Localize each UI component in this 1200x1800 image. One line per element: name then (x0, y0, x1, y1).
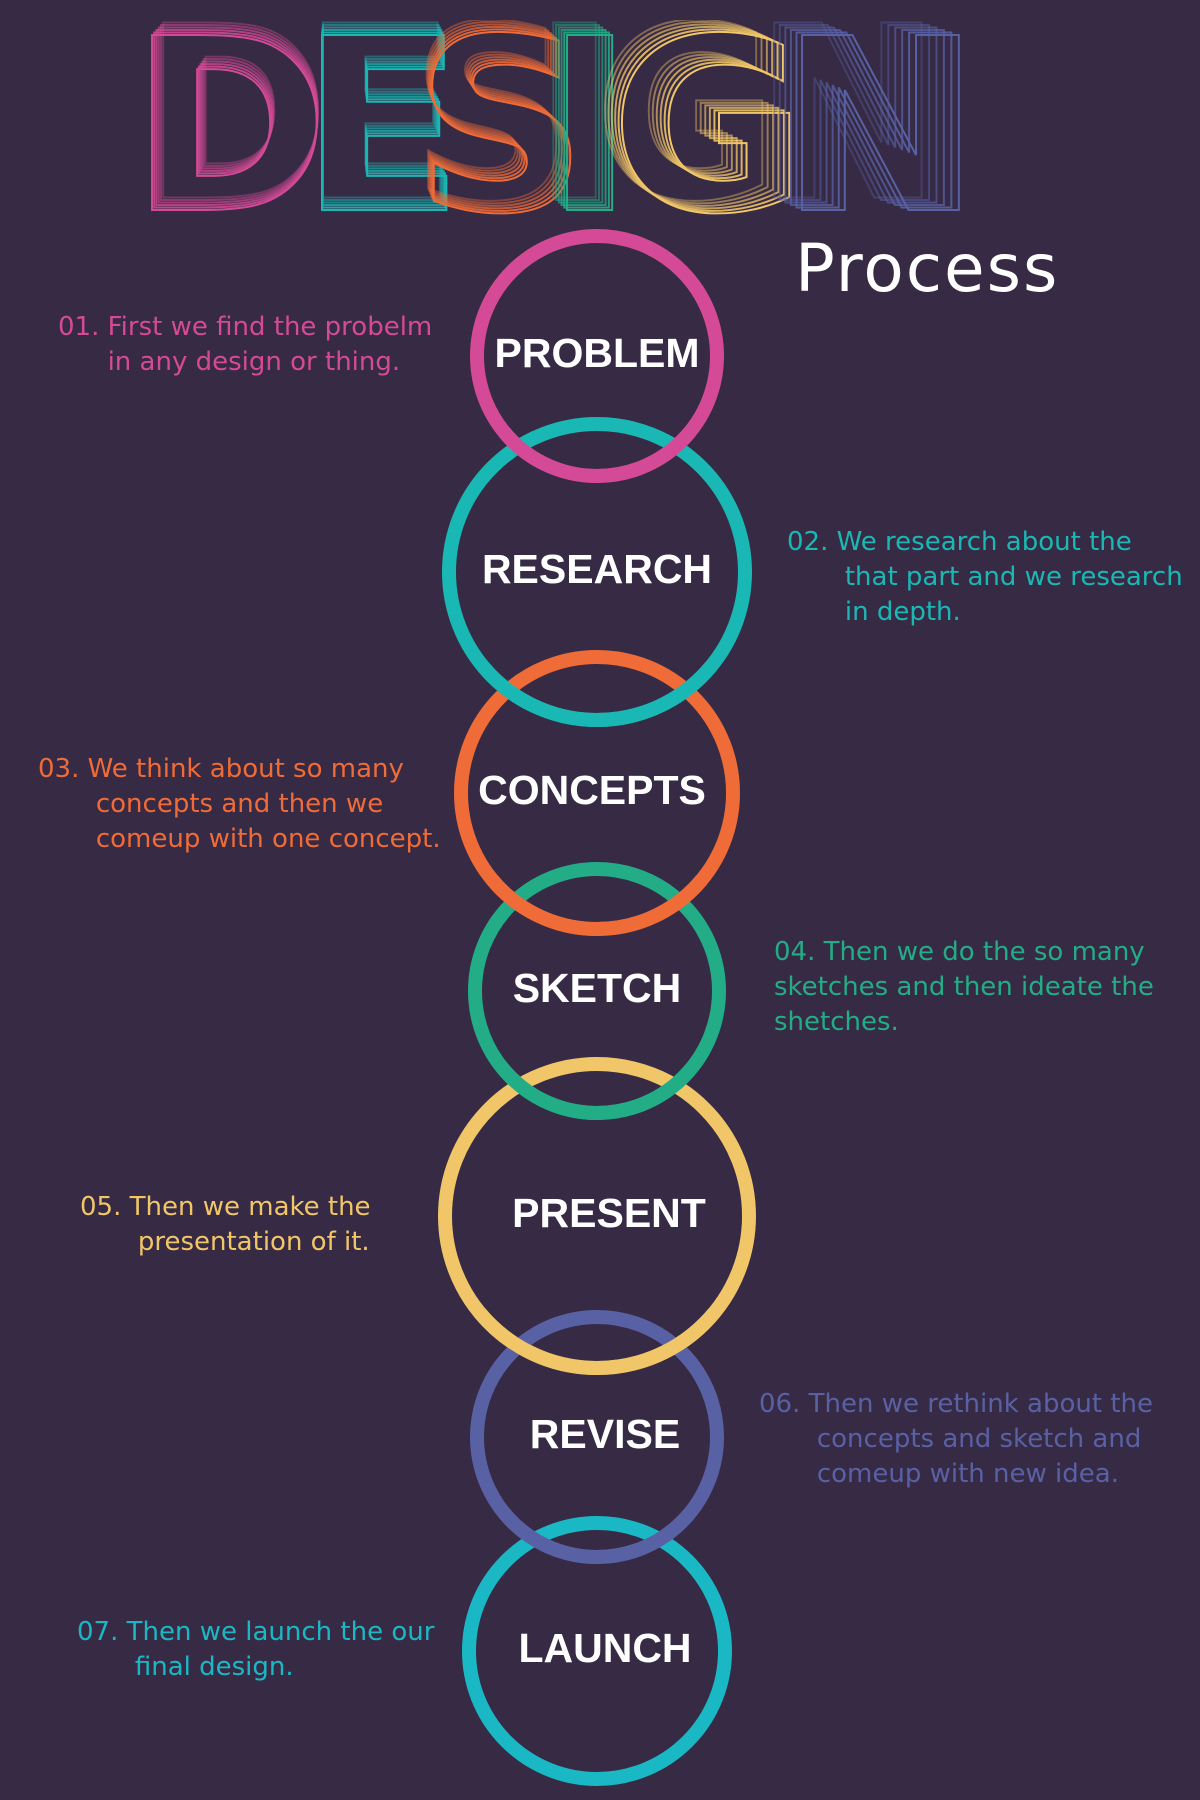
step-link-problem (499, 427, 695, 483)
step-label-present: PRESENT (512, 1190, 706, 1236)
title-letter-i-outline: I (533, 20, 617, 220)
title-letter-e-outline: E (301, 20, 459, 220)
step-description-present: 05. Then we make the presentation of it. (80, 1192, 371, 1257)
title-letter-g: G (610, 20, 807, 220)
step-label-problem: PROBLEM (494, 330, 700, 376)
title-letter-n-outline: N (775, 20, 973, 220)
step-label-revise: REVISE (529, 1411, 681, 1457)
title-letter-d-outline: D (143, 20, 330, 220)
title-letter-s-outline: S (413, 20, 582, 220)
title-letter-d-outline: D (133, 20, 330, 220)
title-letter-g-outline: G (603, 20, 795, 220)
title-letter-i-outline: I (543, 20, 631, 220)
step-label-sketch: SKETCH (512, 965, 682, 1011)
title-letter-s-outline: S (414, 20, 585, 220)
step-description-sketch: 04. Then we do the so many sketches and … (774, 937, 1154, 1037)
title-letter-n: N (780, 20, 981, 220)
step-link-present (474, 1308, 720, 1375)
title-letter-i-outline: I (540, 20, 627, 220)
step-description-revise: 06. Then we rethink about the concepts a… (759, 1389, 1153, 1489)
step-description-launch: 07. Then we launch the our final design. (77, 1617, 435, 1682)
title-letter-g-outline: G (594, 20, 779, 220)
step-label-concepts: CONCEPTS (478, 767, 706, 813)
title-letter-i-outline: I (538, 20, 624, 220)
step-description-concepts: 03. We think about so many concepts and … (38, 754, 441, 854)
title-letter-d: D (130, 20, 329, 220)
title-letter-d-outline: D (138, 20, 330, 220)
title-letter-s: S (415, 20, 588, 220)
step-link-sketch (497, 1064, 697, 1121)
title-letter-e-outline: E (301, 20, 461, 220)
title-letter-d-outline: D (135, 20, 329, 220)
step-link-revise (499, 1508, 695, 1564)
step-description-research: 02. We research about the that part and … (787, 527, 1183, 627)
process-subtitle: Process (795, 230, 1060, 307)
step-link-concepts (486, 875, 708, 936)
step-link-research (477, 661, 717, 727)
title-letter-d-outline: D (140, 20, 330, 220)
step-label-research: RESEARCH (481, 546, 713, 592)
title-letter-e-outline: E (300, 20, 462, 220)
title-letter-g-outline: G (607, 20, 802, 220)
title-letter-n-outline: N (769, 20, 965, 220)
step-description-problem: 01. First we find the probelm in any des… (58, 312, 433, 377)
title-letter-g-outline: G (597, 20, 785, 220)
title-letter-g-outline: G (600, 20, 790, 220)
title-letter-n-outline: N (759, 20, 950, 220)
step-circle-launch (462, 1516, 732, 1786)
title-letter-e: E (300, 20, 464, 220)
title-letter-i-outline: I (535, 20, 620, 220)
title-letter-e-outline: E (302, 20, 456, 220)
title-letter-e-outline: E (302, 20, 458, 220)
title-letter-n-outline: N (764, 20, 958, 220)
title-letter-s-outline: S (411, 20, 576, 220)
title-letter-n-outline: N (754, 20, 943, 220)
title-letter-s-outline: S (412, 20, 579, 220)
step-label-launch: LAUNCH (518, 1625, 692, 1671)
title-letter-i: I (545, 20, 634, 220)
title-letter-s-outline: S (410, 20, 572, 220)
